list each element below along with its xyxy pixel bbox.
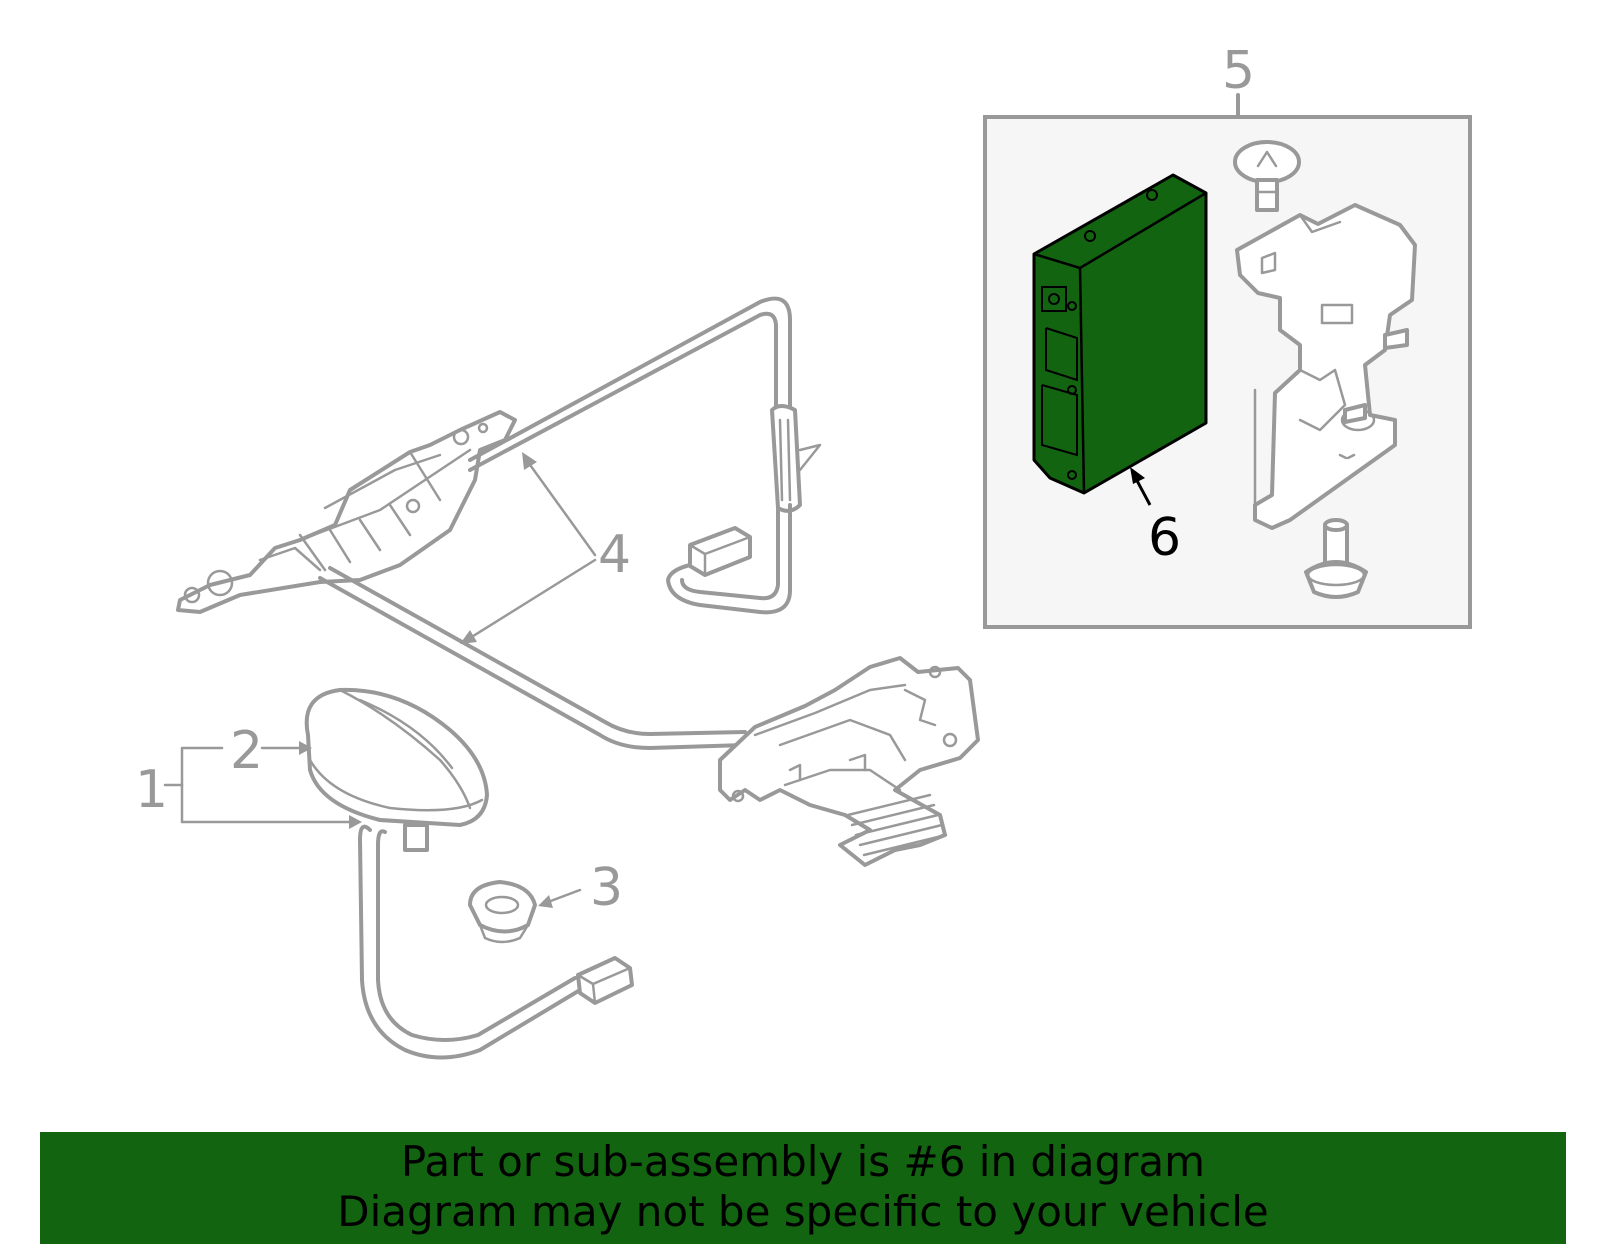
callout-1-2-leaders [163, 741, 362, 829]
part-2-antenna[interactable] [304, 687, 489, 827]
banner-line-part: Part or sub-assembly is #6 in diagram [400, 1137, 1206, 1186]
part-4-cable-harness [176, 296, 980, 867]
info-banner: Part or sub-assembly is #6 in diagram Di… [40, 1132, 1566, 1244]
part-bracket [1235, 203, 1417, 530]
part-6-module[interactable] [1032, 173, 1208, 495]
callout-3: 3 [590, 858, 623, 918]
callout-2: 2 [230, 721, 263, 781]
callout-5: 5 [1222, 41, 1255, 101]
part-clip-top [1233, 140, 1301, 212]
callout-6: 6 [1148, 508, 1181, 568]
part-stud-bottom [1304, 518, 1368, 599]
callout-4: 4 [598, 525, 631, 585]
banner-line-disclaimer: Diagram may not be specific to your vehi… [337, 1187, 1269, 1236]
callout-1: 1 [135, 760, 168, 820]
callout-4-arrows [460, 452, 597, 644]
part-1-antenna-cable [358, 823, 634, 1060]
callout-3-arrow [538, 888, 582, 908]
callout-6-arrow [1130, 467, 1152, 506]
part-3-grommet[interactable] [468, 880, 537, 944]
